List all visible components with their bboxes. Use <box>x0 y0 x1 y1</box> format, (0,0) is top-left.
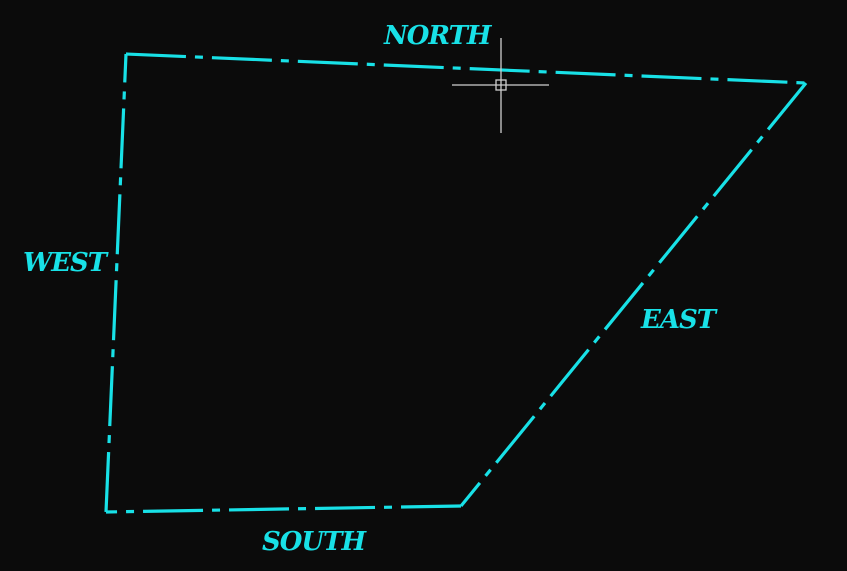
east-label[interactable]: EAST <box>640 305 719 335</box>
north-boundary-line[interactable] <box>125 52 807 85</box>
west-label[interactable]: WEST <box>23 248 110 278</box>
west-boundary-line[interactable] <box>104 53 128 513</box>
pickbox-square <box>495 79 507 91</box>
south-label[interactable]: SOUTH <box>262 527 368 557</box>
north-label[interactable]: NORTH <box>383 21 494 51</box>
east-boundary-line[interactable] <box>459 81 808 508</box>
south-boundary-line[interactable] <box>105 504 462 514</box>
crosshair-pickbox-icon <box>452 38 549 133</box>
boundary-polygon[interactable] <box>104 52 808 514</box>
